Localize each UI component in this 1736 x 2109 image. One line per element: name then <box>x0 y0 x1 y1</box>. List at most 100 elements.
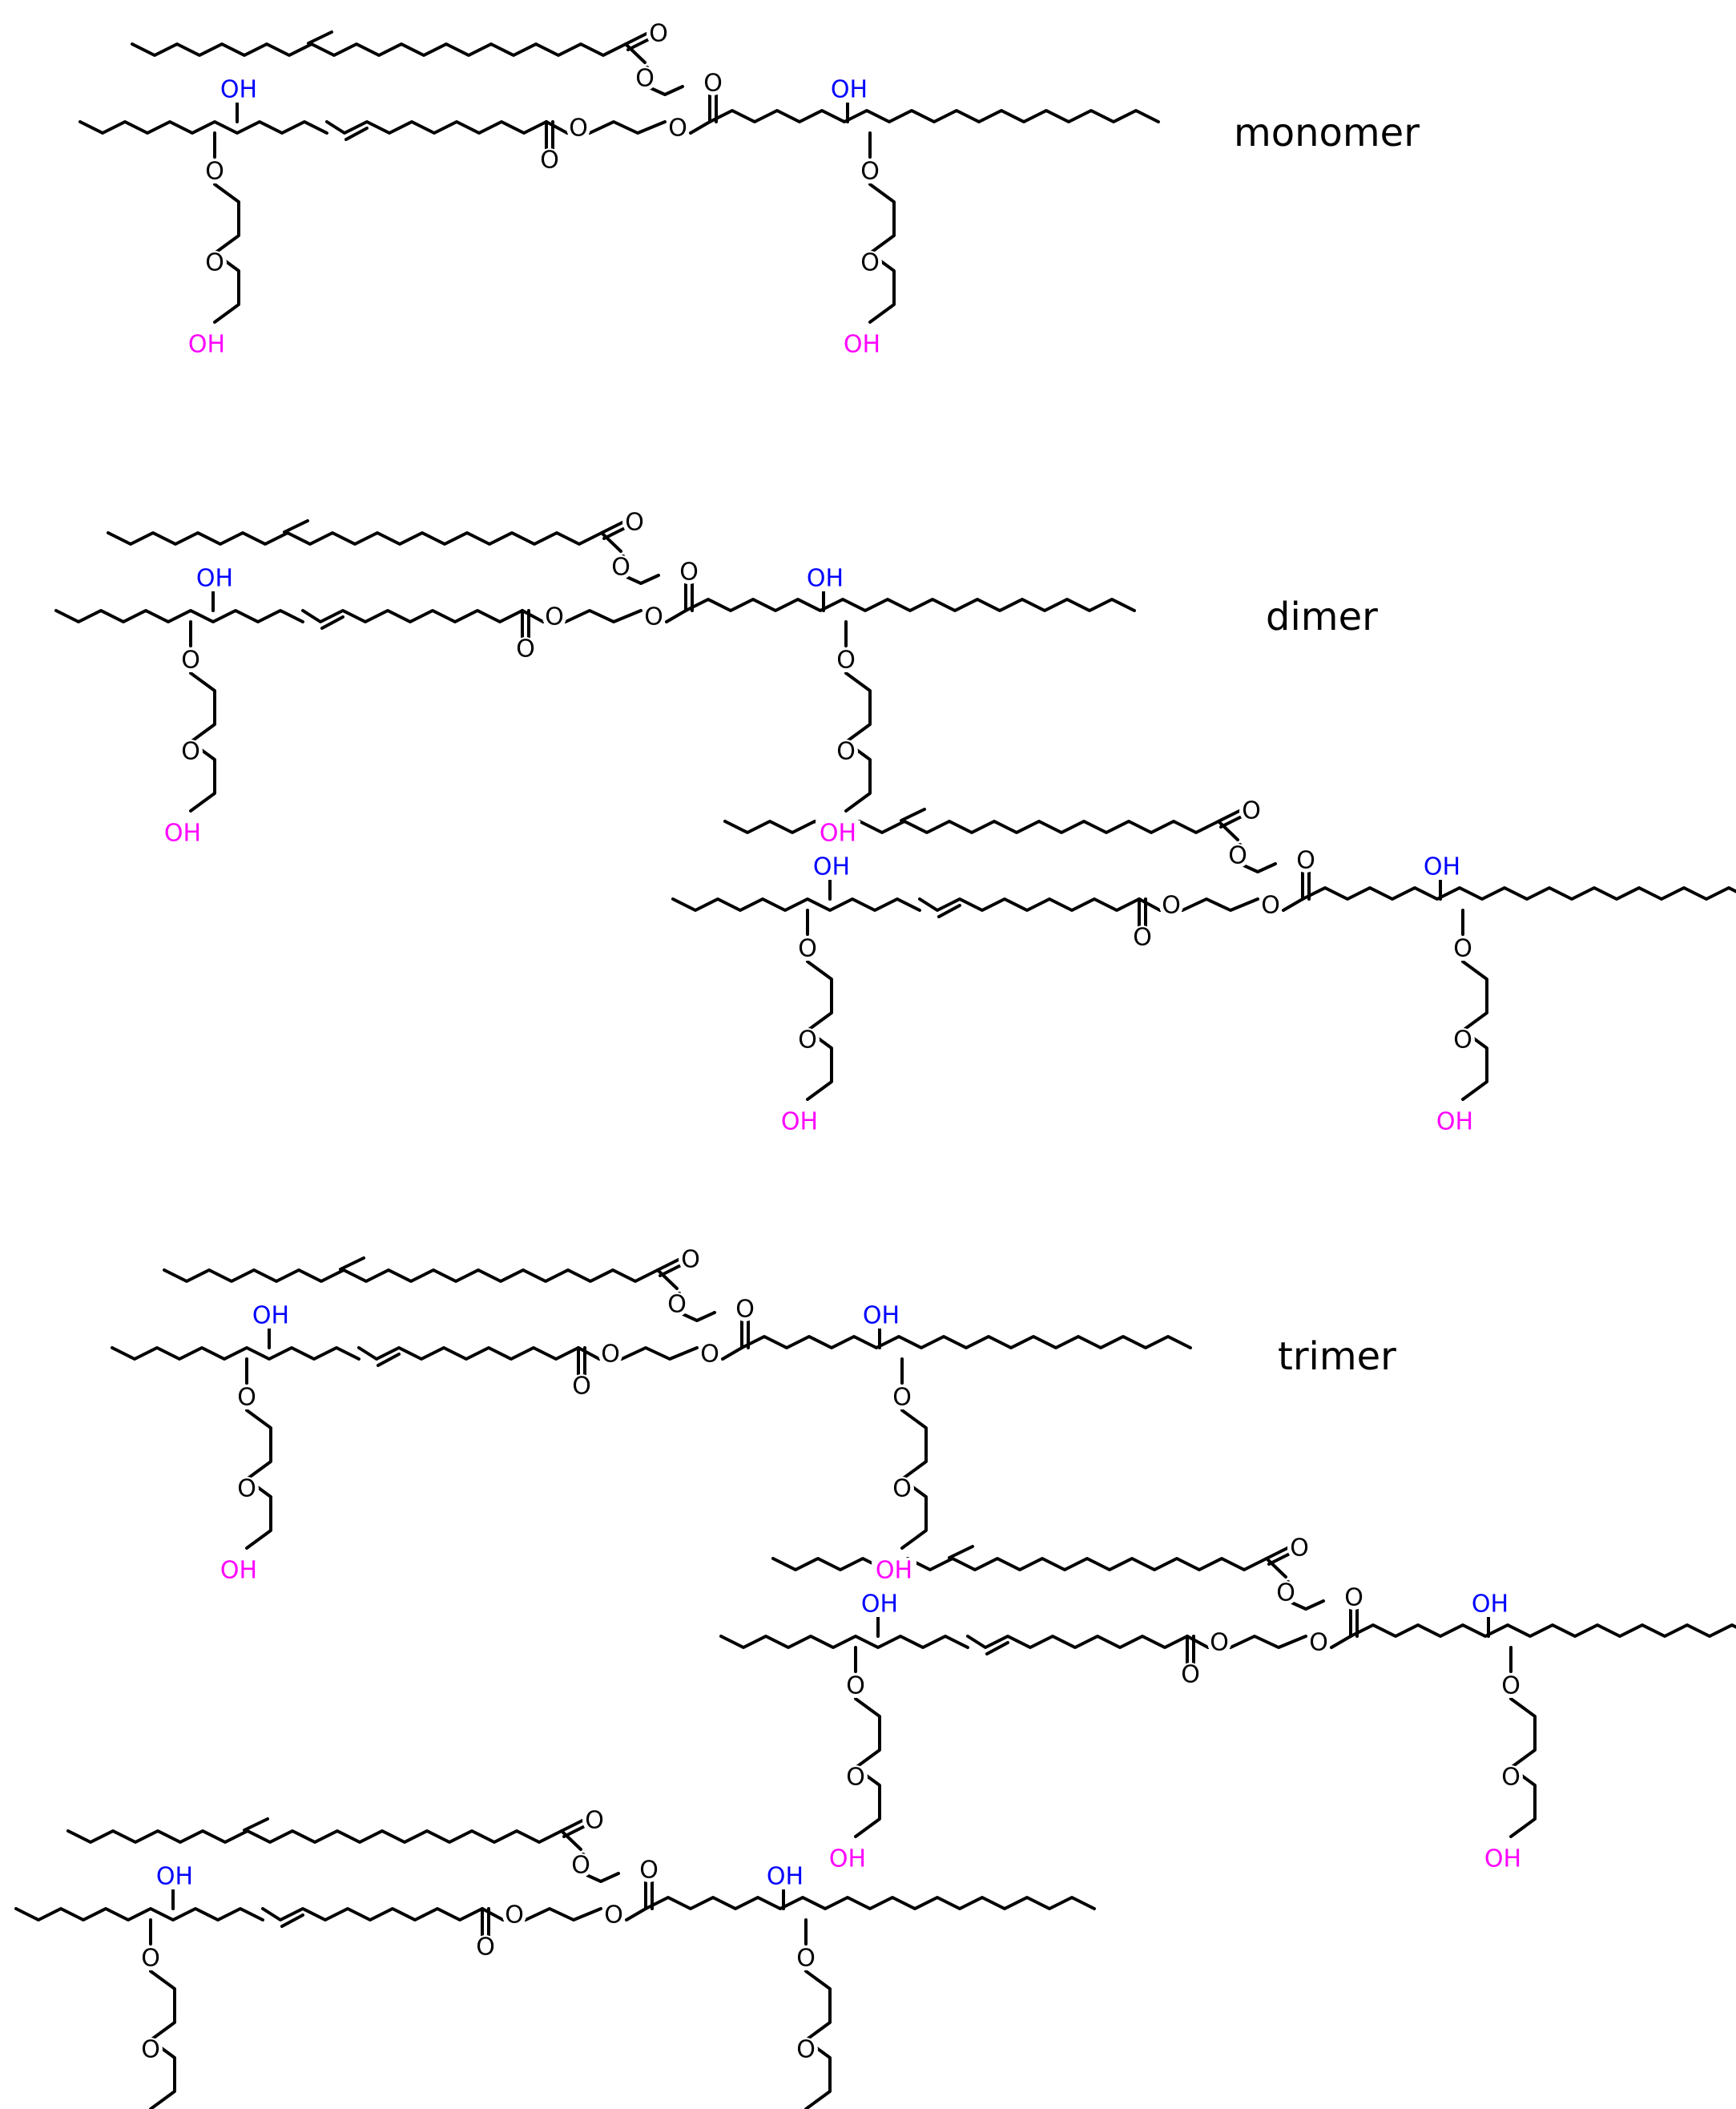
oxygen-atom: O <box>476 1934 495 1962</box>
ester-bond <box>1282 897 1304 912</box>
unsaturated-chain <box>357 1346 580 1361</box>
glycerol-backbone <box>1181 897 1259 912</box>
oxygen-atom: O <box>679 559 699 587</box>
secondary-hydroxyl: OH <box>831 76 868 104</box>
hydroxy-chain <box>644 1896 1096 1910</box>
ester-bond <box>600 531 622 553</box>
atom-mask <box>1420 854 1464 880</box>
oxygen-atom: O <box>860 249 880 277</box>
ester-bond <box>665 609 687 623</box>
double-bond-line <box>344 127 369 141</box>
ester-bond <box>656 1268 679 1290</box>
atom-mask <box>834 740 858 764</box>
double-bond-line <box>320 615 344 630</box>
double-bond-line <box>283 519 309 534</box>
atom-mask <box>795 1028 820 1052</box>
ester-bond <box>560 1829 582 1851</box>
unsaturated-chain <box>301 609 524 623</box>
atom-mask <box>637 1858 661 1882</box>
atom-mask <box>840 332 884 357</box>
atom-mask <box>570 1374 594 1398</box>
atom-mask <box>184 332 229 357</box>
atom-mask <box>248 1303 293 1329</box>
atom-mask <box>795 937 820 961</box>
atom-mask <box>646 22 671 46</box>
oxygen-atom: O <box>796 2036 816 2064</box>
atom-mask <box>1480 1846 1525 1872</box>
atom-mask <box>816 821 860 846</box>
atom-mask <box>203 159 227 183</box>
double-bond-line <box>602 526 626 540</box>
atom-mask <box>733 1297 757 1321</box>
atom-mask <box>827 77 872 103</box>
atom-mask <box>1432 1109 1477 1135</box>
ester-bond <box>625 1907 647 1921</box>
secondary-hydroxyl: OH <box>807 565 844 593</box>
hydroxy-chain <box>740 1335 1192 1349</box>
ester-bond <box>577 1346 601 1361</box>
double-bond-line <box>1219 815 1243 829</box>
atom-mask <box>622 510 646 534</box>
double-bond-line <box>280 1913 304 1928</box>
oxygen-atom: O <box>1133 924 1152 952</box>
oxygen-atom: O <box>1228 842 1247 870</box>
atom-mask <box>803 566 848 591</box>
oxygen-atom: O <box>516 635 535 663</box>
oxygen-atom: O <box>1210 1629 1229 1657</box>
carbonyl-bond <box>656 1258 680 1272</box>
atom-mask <box>1499 1765 1523 1789</box>
glycerol-backbone <box>524 1907 602 1921</box>
hydroxy-chain <box>111 1346 360 1361</box>
atom-mask <box>777 1109 822 1135</box>
atom-mask <box>858 251 882 275</box>
atom-mask <box>1294 849 1318 873</box>
secondary-hydroxyl: OH <box>861 1591 898 1619</box>
oxygen-atom: O <box>1453 1026 1472 1054</box>
carbonyl-bond <box>560 1819 584 1833</box>
ester-bond <box>521 609 545 623</box>
secondary-hydroxyl: OH <box>1424 853 1460 881</box>
oxygen-atom: O <box>892 1475 912 1503</box>
oxygen-atom: O <box>1501 1764 1521 1792</box>
atom-mask <box>179 740 203 764</box>
oxygen-atom: O <box>860 158 880 186</box>
oleate-chain <box>723 820 1220 834</box>
oxygen-atom: O <box>1242 797 1261 825</box>
oxygen-atom: O <box>540 147 559 175</box>
oxygen-atom: O <box>700 1341 719 1369</box>
atom-mask <box>844 1765 868 1789</box>
oxygen-atom: O <box>1501 1672 1521 1700</box>
atom-mask <box>642 605 666 629</box>
atom-mask <box>598 1342 622 1366</box>
unsaturated-chain <box>918 897 1141 912</box>
atom-mask <box>857 1591 902 1617</box>
secondary-hydroxyl: OH <box>252 1302 289 1330</box>
carbonyl-bond <box>1265 1546 1289 1560</box>
ester-bond <box>481 1907 505 1921</box>
oxygen-atom: O <box>611 554 630 582</box>
atom-mask <box>1226 844 1250 868</box>
atom-mask <box>1130 925 1154 950</box>
glycerol-backbone <box>620 1346 699 1361</box>
carbonyl-bond <box>1217 809 1241 823</box>
secondary-hydroxyl: OH <box>1472 1591 1508 1619</box>
hydroxy-chain <box>1349 1623 1736 1638</box>
atom-mask <box>216 77 261 103</box>
double-bond-line <box>948 1545 974 1559</box>
oxygen-atom: O <box>601 1341 620 1369</box>
oleate-chain <box>771 1557 1268 1571</box>
oxygen-atom: O <box>571 1852 590 1880</box>
atom-mask <box>1342 1586 1366 1610</box>
atom-mask <box>890 1385 914 1409</box>
bond-layer <box>14 30 1736 2109</box>
terminal-hydroxyl: OH <box>1484 1845 1521 1873</box>
oxygen-atom: O <box>635 65 655 93</box>
carbonyl-bond <box>600 521 624 534</box>
atom-mask <box>665 1292 689 1317</box>
atom-mask <box>203 251 227 275</box>
atom-mask <box>216 1558 261 1583</box>
ester-bond <box>1265 1557 1287 1579</box>
terminal-hydroxyl: OH <box>220 1557 257 1585</box>
secondary-hydroxyl: OH <box>813 853 850 881</box>
